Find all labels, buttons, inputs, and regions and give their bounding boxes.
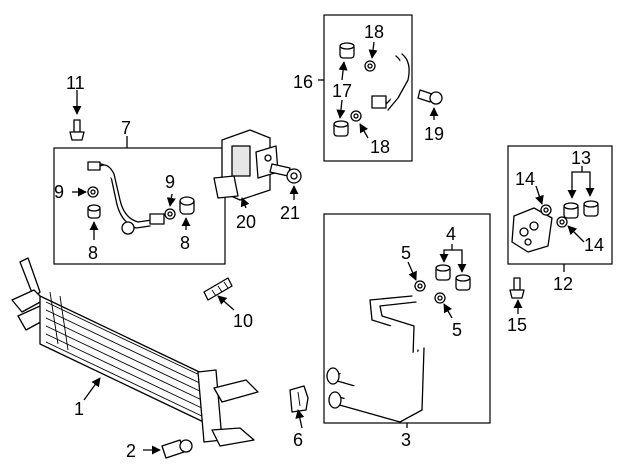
hose-tube-16 (371, 53, 410, 111)
washer-5-upper (414, 280, 426, 292)
group-box-12 (507, 145, 613, 265)
callout-18-lower: 18 (370, 137, 390, 157)
washer-9-right (164, 208, 176, 220)
bolt-2 (161, 439, 193, 459)
bolt-15 (509, 277, 525, 299)
callout-20: 20 (236, 212, 256, 232)
washer-18-top (364, 60, 376, 72)
thermostat-housing-20 (213, 129, 279, 201)
callout-14-upper: 14 (515, 169, 535, 189)
stud-10 (203, 277, 233, 301)
callout-9-left: 9 (54, 182, 64, 202)
bushing-8-right (179, 196, 195, 215)
callout-10: 10 (233, 311, 253, 331)
bushing-17-top (339, 42, 355, 59)
bolt-21 (269, 163, 302, 184)
cooler-hose-assembly (87, 161, 165, 235)
bolt-19 (417, 89, 443, 105)
bushing-13-left (563, 202, 579, 219)
callout-1: 1 (74, 399, 84, 419)
callout-5-lower: 5 (452, 320, 462, 340)
callout-16: 16 (293, 72, 313, 92)
callout-4: 4 (446, 224, 456, 244)
callout-12: 12 (553, 274, 573, 294)
callout-7: 7 (121, 118, 131, 138)
washer-14-bottom (556, 216, 568, 228)
bolt-11 (69, 119, 85, 141)
bushing-4-left (435, 264, 451, 281)
callout-19: 19 (424, 124, 444, 144)
callout-2: 2 (126, 441, 136, 461)
callout-9-right: 9 (165, 172, 175, 192)
callout-6: 6 (293, 430, 303, 450)
washer-9-left (87, 186, 99, 198)
washer-5-lower (434, 292, 446, 304)
adapter-block-12 (511, 207, 553, 253)
leader-lines (72, 41, 595, 455)
callout-15: 15 (507, 315, 527, 335)
callout-8-right: 8 (180, 233, 190, 253)
group-box-7 (53, 147, 226, 265)
cooler-lines-3 (326, 295, 425, 423)
callout-13: 13 (571, 148, 591, 168)
washer-14-top (540, 204, 552, 216)
oil-cooler-core (11, 257, 259, 447)
bushing-13-right (583, 200, 599, 217)
clip-6 (289, 385, 309, 413)
callout-5-upper: 5 (401, 243, 411, 263)
washer-18-bottom (350, 110, 362, 122)
bushing-4-right (455, 274, 471, 291)
callout-3: 3 (401, 430, 411, 450)
callout-18-upper: 18 (364, 22, 384, 42)
callout-11: 11 (66, 73, 85, 93)
callout-21: 21 (280, 203, 300, 223)
callout-14-lower: 14 (584, 235, 604, 255)
callout-labels: 1 2 3 4 5 5 6 7 8 8 9 9 10 11 12 13 14 1… (54, 22, 604, 461)
bushing-8-left (87, 204, 101, 219)
bushing-17-bottom (333, 120, 349, 137)
callout-8-left: 8 (88, 243, 98, 263)
group-box-16 (323, 14, 413, 162)
callout-17: 17 (332, 81, 352, 101)
